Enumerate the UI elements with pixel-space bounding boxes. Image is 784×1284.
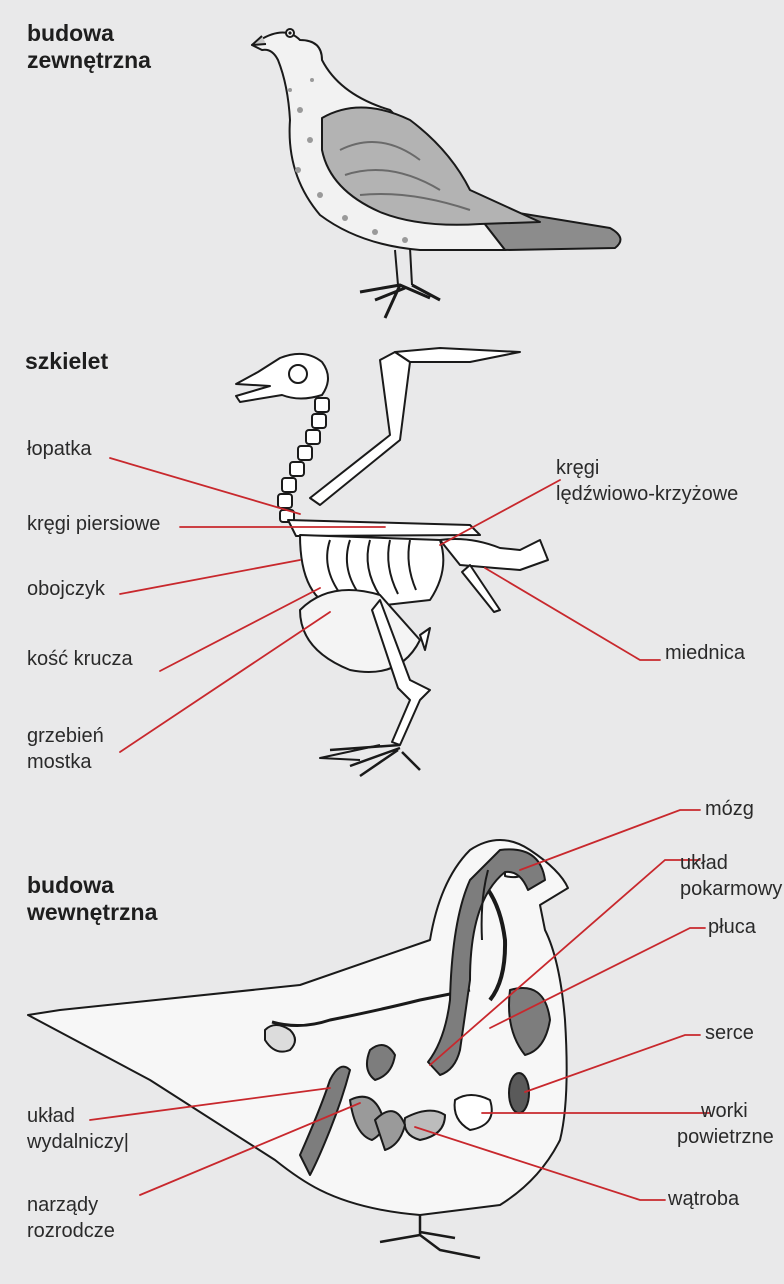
label-grzebien-mostka: grzebień mostka	[27, 723, 104, 775]
label-line: kręgi piersiowe	[27, 511, 160, 537]
label-line: kręgi	[556, 455, 738, 481]
leader-kosc-krucza	[160, 588, 320, 671]
leader-obojczyk	[120, 560, 300, 594]
label-line: wątroba	[668, 1186, 739, 1212]
label-line: mostka	[27, 749, 104, 775]
leader-mozg	[520, 810, 700, 870]
label-pluca: płuca	[708, 914, 756, 940]
heading-line: szkielet	[25, 348, 108, 375]
pigeon-external-illustration	[252, 29, 620, 318]
leader-miednica	[485, 568, 660, 660]
label-uklad-pokarmowy: układ pokarmowy	[680, 850, 782, 902]
heading-skeleton: szkielet	[25, 348, 108, 375]
label-serce: serce	[705, 1020, 754, 1046]
label-line: serce	[705, 1020, 754, 1046]
heading-line: budowa	[27, 20, 151, 47]
pigeon-skeleton-illustration	[236, 348, 548, 776]
label-line: kość krucza	[27, 646, 133, 672]
label-line: grzebień	[27, 723, 104, 749]
label-line: rozrodcze	[27, 1218, 115, 1244]
heading-external-structure: budowa zewnętrzna	[27, 20, 151, 74]
label-line: lędźwiowo-krzyżowe	[556, 481, 738, 507]
label-obojczyk: obojczyk	[27, 576, 105, 602]
label-line: płuca	[708, 914, 756, 940]
label-kregi-ledzwiowo-krzyzowe: kręgi lędźwiowo-krzyżowe	[556, 455, 738, 507]
label-watroba: wątroba	[668, 1186, 739, 1212]
label-line: mózg	[705, 796, 754, 822]
label-narzady-rozrodcze: narządy rozrodcze	[27, 1192, 115, 1244]
label-worki-powietrzne: worki powietrzne	[677, 1098, 774, 1150]
label-kosc-krucza: kość krucza	[27, 646, 133, 672]
label-line: układ	[27, 1103, 129, 1129]
label-uklad-wydalniczy: układ wydalniczy|	[27, 1103, 129, 1155]
heading-line: zewnętrzna	[27, 47, 151, 74]
label-line: powietrzne	[677, 1124, 774, 1150]
label-lopatka: łopatka	[27, 436, 92, 462]
label-kregi-piersiowe: kręgi piersiowe	[27, 511, 160, 537]
leader-grzebien-mostka	[120, 612, 330, 752]
label-line: worki	[677, 1098, 774, 1124]
label-line: narządy	[27, 1192, 115, 1218]
label-line: obojczyk	[27, 576, 105, 602]
leader-lopatka	[110, 458, 300, 514]
label-line: łopatka	[27, 436, 92, 462]
label-line: wydalniczy|	[27, 1129, 129, 1155]
label-line: miednica	[665, 640, 745, 666]
heading-line: budowa	[27, 872, 157, 899]
label-line: układ	[680, 850, 782, 876]
label-line: pokarmowy	[680, 876, 782, 902]
heading-internal-structure: budowa wewnętrzna	[27, 872, 157, 926]
label-miednica: miednica	[665, 640, 745, 666]
label-mozg: mózg	[705, 796, 754, 822]
leader-kregi-ledzwiowo	[440, 480, 560, 545]
heading-line: wewnętrzna	[27, 899, 157, 926]
